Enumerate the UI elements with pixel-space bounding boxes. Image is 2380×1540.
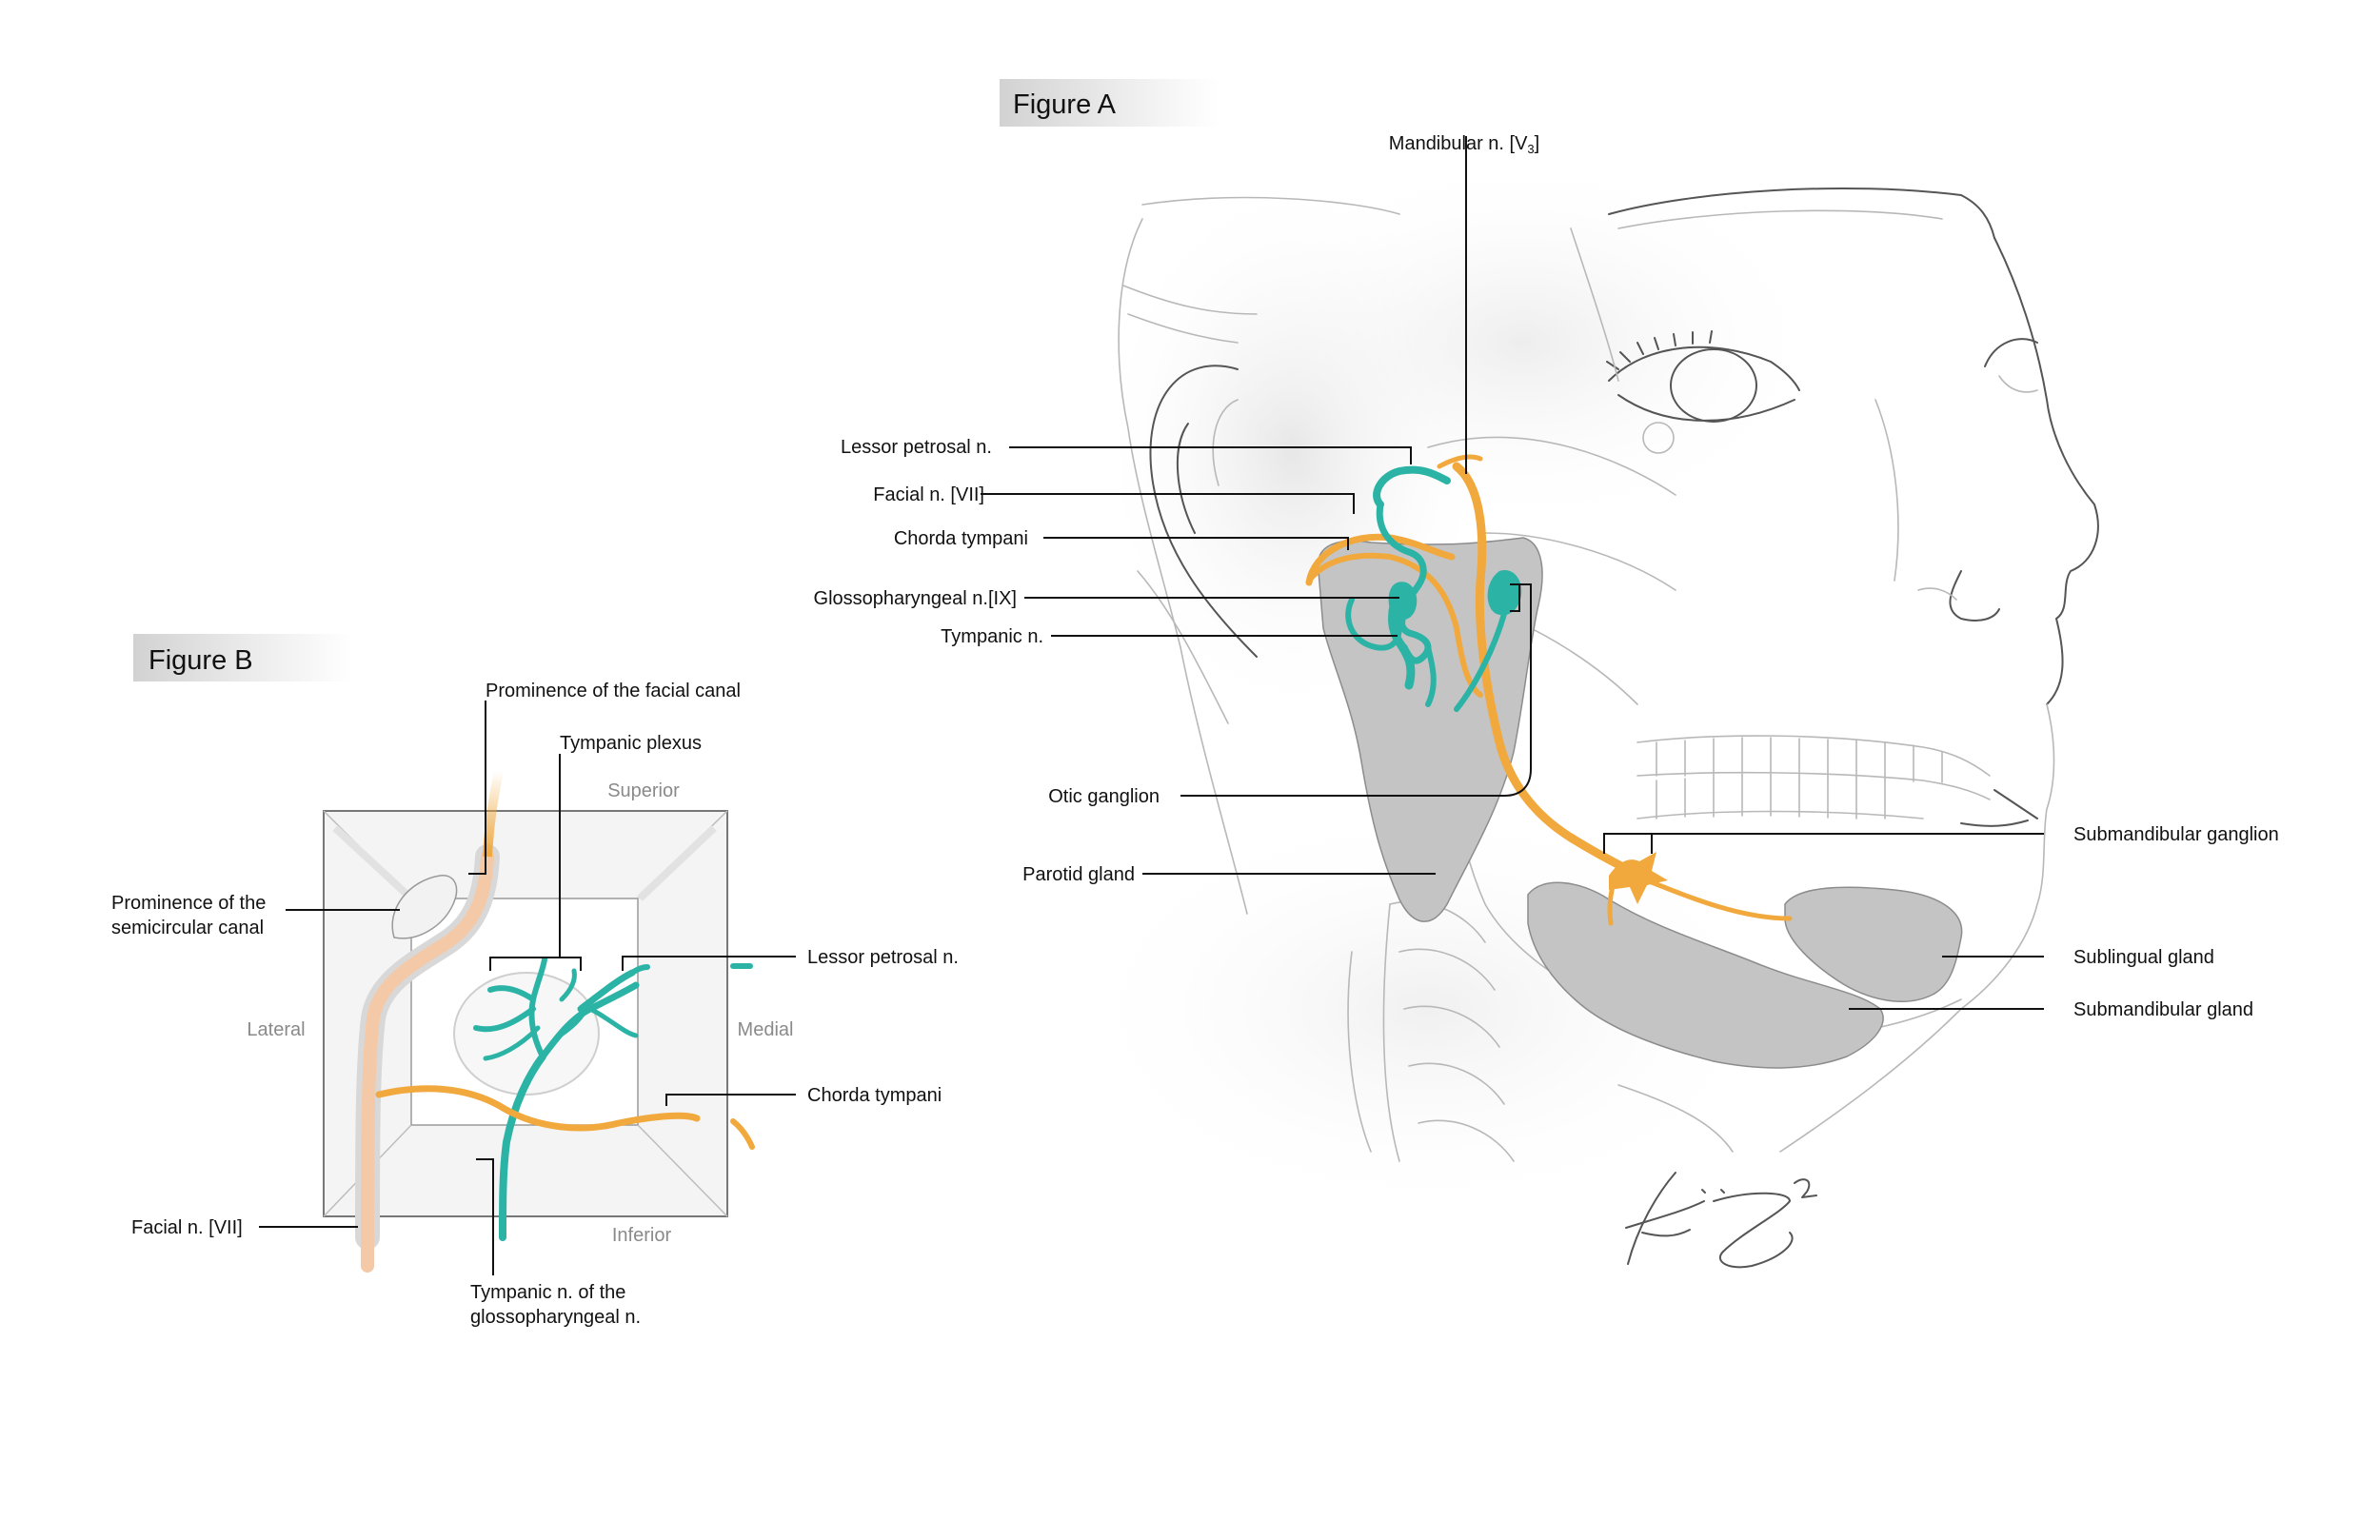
label-sublingual-gland: Sublingual gland [2073, 947, 2214, 968]
figure-a: Figure A [814, 79, 2279, 1269]
glands [1317, 537, 1963, 1069]
figure-b-title: Figure B [149, 645, 253, 676]
lingual-to-sublingual [1644, 878, 1793, 921]
artist-signature [1625, 1172, 1817, 1269]
submandibular-ganglion-shape [1609, 852, 1668, 904]
label-tympanic-glosso-line2: glossopharyngeal n. [470, 1307, 641, 1328]
label-mandibular-nerve: Mandibular n. [V3] [1389, 133, 1539, 156]
figure-b-title-tag: Figure B [133, 634, 352, 681]
label-lessor-petrosal-b: Lessor petrosal n. [807, 947, 959, 968]
direction-lateral: Lateral [247, 1019, 305, 1040]
label-submandibular-gland: Submandibular gland [2073, 999, 2253, 1020]
label-prominence-semicircular-line1: Prominence of the [111, 893, 266, 914]
direction-medial: Medial [738, 1019, 794, 1040]
submandibular-gland-shape [1527, 881, 1884, 1069]
label-chorda-tympani-b: Chorda tympani [807, 1085, 942, 1106]
tympanic-plexus [473, 957, 753, 1247]
direction-inferior: Inferior [612, 1225, 672, 1246]
figure-b: Figure B [111, 634, 959, 1328]
label-chorda-tympani-a: Chorda tympani [894, 528, 1028, 549]
label-submandibular-ganglion: Submandibular ganglion [2073, 824, 2279, 845]
leaders-figure-b [259, 701, 796, 1275]
tympanic-nerve-a [1373, 465, 1451, 508]
label-lessor-petrosal-a: Lessor petrosal n. [841, 437, 992, 458]
label-facial-nerve-b: Facial n. [VII] [131, 1217, 243, 1238]
facial-canal-prominence [355, 770, 504, 1273]
direction-superior: Superior [607, 780, 680, 801]
leaders-figure-a [981, 136, 2044, 1010]
chorda-tympani-nerve-a [1306, 552, 1483, 698]
figure-a-title-tag: Figure A [1000, 79, 1219, 127]
label-parotid-gland: Parotid gland [1022, 864, 1135, 885]
labels-figure-a: Mandibular n. [V3] Lessor petrosal n. Fa… [814, 133, 2279, 1020]
label-facial-nerve-a: Facial n. [VII] [873, 484, 984, 505]
eye [1606, 330, 1800, 454]
otic-ganglion-shape [1487, 570, 1522, 616]
head-sketch [1118, 187, 2099, 1162]
label-prominence-facial-canal: Prominence of the facial canal [486, 681, 741, 701]
label-otic-ganglion: Otic ganglion [1048, 786, 1160, 807]
chorda-tympani-b [375, 1085, 755, 1150]
mandibular-nerve [1452, 462, 1652, 885]
sublingual-gland-shape [1784, 886, 1963, 1002]
labels-figure-b: Prominence of the facial canal Tympanic … [111, 681, 959, 1328]
figure-a-title: Figure A [1013, 89, 1117, 120]
label-tympanic-nerve: Tympanic n. [941, 626, 1043, 647]
label-tympanic-glosso-line1: Tympanic n. of the [470, 1282, 625, 1303]
label-tympanic-plexus: Tympanic plexus [560, 733, 702, 754]
label-prominence-semicircular-line2: semicircular canal [111, 918, 264, 938]
facial-nerve-b [361, 850, 494, 1273]
label-glossopharyngeal: Glossopharyngeal n.[IX] [814, 588, 1017, 609]
teeth [1636, 735, 1991, 819]
nerves-figure-a [1305, 454, 1793, 926]
